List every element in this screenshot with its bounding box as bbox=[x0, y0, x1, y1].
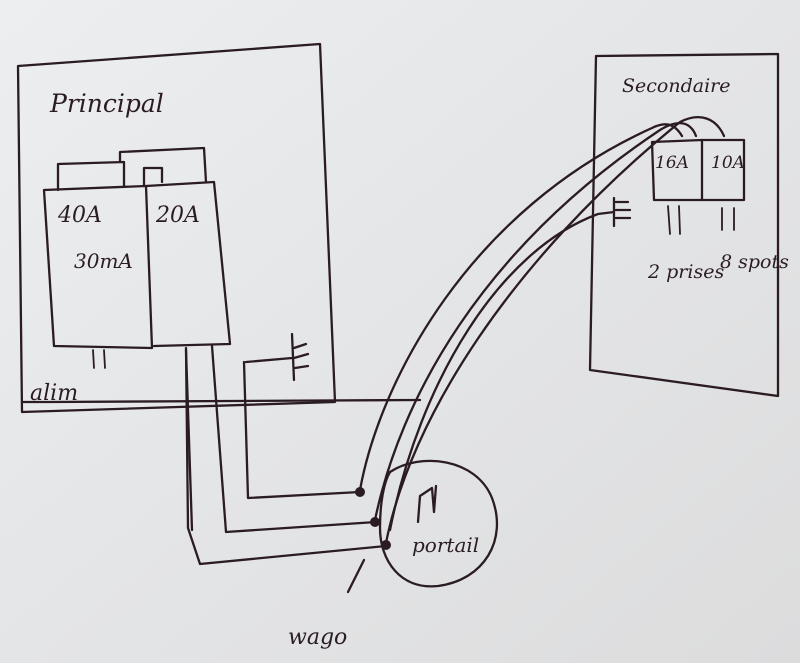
wago-connector-1 bbox=[355, 487, 365, 497]
main-panel: Principal 40A 30mA 20A alim bbox=[16, 42, 422, 414]
gate-unit: portail bbox=[355, 459, 498, 588]
cable-4 bbox=[184, 348, 194, 532]
sockets-leads bbox=[667, 205, 681, 235]
supply-line bbox=[20, 398, 422, 404]
main-panel-outline bbox=[16, 42, 337, 414]
wago-pointer bbox=[346, 558, 366, 594]
secondary-panel: Secondaire 16A 10A 2 prises 8 spots bbox=[588, 52, 789, 398]
main-busbar bbox=[56, 146, 208, 192]
cable-2 bbox=[210, 344, 378, 534]
wago-connector-3 bbox=[381, 540, 391, 550]
secondary-earth-icon bbox=[612, 196, 632, 228]
cable-1 bbox=[242, 360, 362, 500]
main-earth-icon bbox=[244, 332, 310, 382]
spots-leads bbox=[721, 207, 735, 231]
gate-to-secondary-cables bbox=[358, 116, 726, 545]
breaker-20a-rating: 20A bbox=[155, 203, 200, 228]
gate-icon bbox=[416, 484, 438, 524]
long-cable-4 bbox=[388, 210, 616, 532]
long-cable-3 bbox=[384, 116, 726, 545]
gate-outline bbox=[378, 459, 498, 588]
secondary-panel-outline bbox=[588, 52, 780, 398]
breaker-10a-body bbox=[700, 138, 746, 202]
wago-connector-2 bbox=[370, 517, 380, 527]
breaker-40a-body bbox=[42, 184, 154, 350]
gate-label: portail bbox=[412, 533, 479, 557]
long-cable-1 bbox=[358, 123, 684, 492]
breaker-40a-sensitivity: 30mA bbox=[74, 249, 133, 273]
wago-label: wago bbox=[288, 625, 347, 650]
secondary-panel-title: Secondaire bbox=[622, 75, 730, 97]
breaker-20a-body bbox=[144, 180, 232, 348]
breaker-40a-terminals bbox=[92, 349, 106, 369]
main-to-gate-cables bbox=[184, 344, 388, 566]
spots-label: 8 spots bbox=[720, 251, 789, 273]
breaker-10a-rating: 10A bbox=[711, 153, 745, 173]
main-panel-title: Principal bbox=[49, 89, 164, 118]
breaker-40a-rating: 40A bbox=[57, 203, 102, 228]
breaker-16a-rating: 16A bbox=[655, 153, 689, 173]
sockets-label: 2 prises bbox=[647, 261, 724, 283]
supply-label: alim bbox=[30, 381, 78, 406]
